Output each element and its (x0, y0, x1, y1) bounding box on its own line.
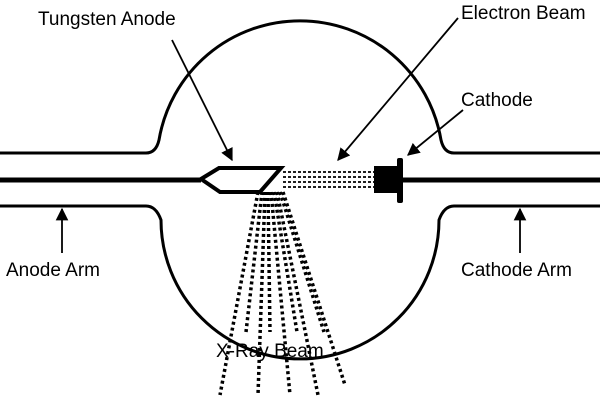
tube-envelope-bottom (0, 204, 600, 361)
label-cathode-arm: Cathode Arm (461, 260, 572, 281)
label-anode-arm: Anode Arm (6, 260, 100, 281)
label-electron-beam: Electron Beam (461, 3, 586, 24)
xray-beam (218, 191, 347, 396)
electron-beam (283, 171, 374, 188)
cathode-block (374, 166, 397, 193)
arrow-electron-beam (337, 17, 459, 161)
label-xray-beam: X-Ray Beam (216, 341, 324, 362)
arrow-cathode (407, 109, 464, 156)
arrow-tungsten-anode (171, 39, 233, 162)
tungsten-anode (197, 166, 286, 194)
cathode-cap (397, 158, 403, 203)
label-cathode: Cathode (461, 90, 533, 111)
tube-envelope-top (0, 19, 600, 155)
label-tungsten-anode: Tungsten Anode (38, 9, 176, 30)
